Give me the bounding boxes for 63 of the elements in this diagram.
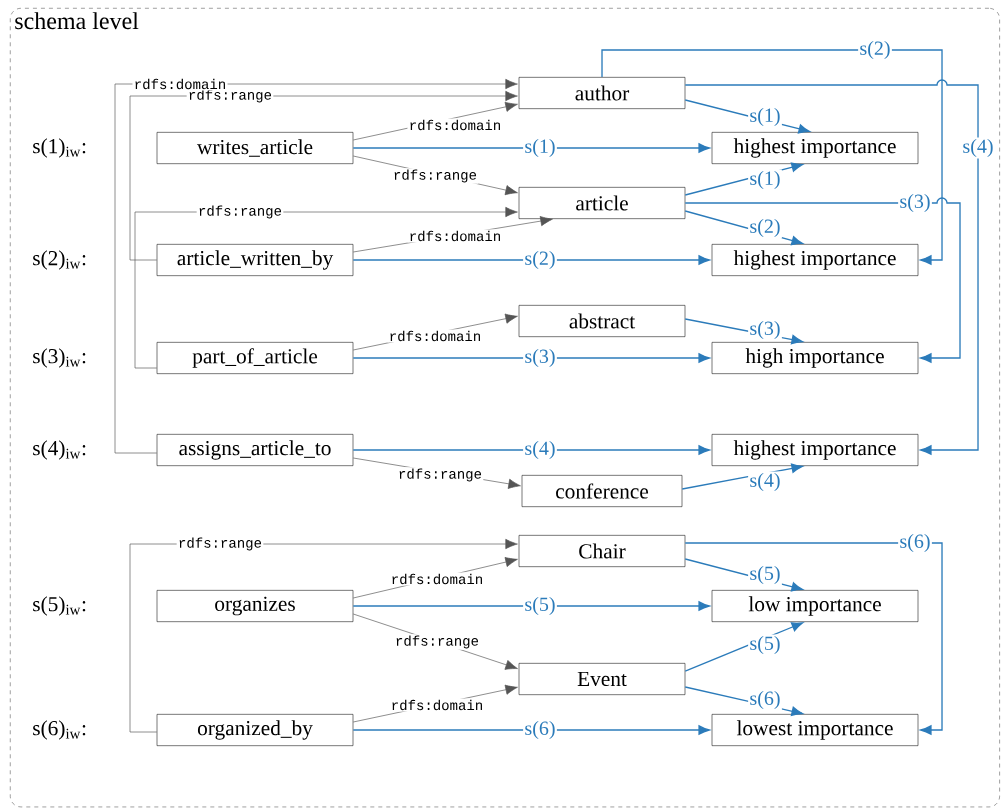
edge-label: s(1) — [748, 169, 782, 191]
row-label: s(5)$_{iw}$: — [33, 596, 86, 616]
edge-label: s(2) — [523, 249, 557, 271]
edge-label: s(4) — [523, 439, 557, 461]
process-box: low importance — [711, 590, 919, 622]
edge-label: s(4) — [961, 137, 995, 159]
arrow — [684, 79, 979, 455]
process-box: highest importance — [711, 434, 919, 466]
edge-label: s(2) — [858, 39, 892, 61]
edge-label: rdfs:range — [396, 467, 484, 483]
edge-label: rdfs:domain — [132, 77, 228, 91]
edge-label: rdfs:domain — [387, 329, 483, 343]
process-box: abstract — [518, 305, 686, 337]
process-box: organized_by — [156, 714, 354, 746]
edge-label: rdfs:range — [391, 168, 479, 184]
edge-label: s(5) — [748, 564, 782, 586]
process-box: assigns_article_to — [156, 434, 354, 466]
arrow — [352, 255, 710, 265]
process-box: conference — [521, 475, 683, 507]
edge-label: s(3) — [523, 347, 557, 369]
row-label: s(3)$_{iw}$: — [33, 348, 86, 368]
arrow — [114, 78, 518, 454]
arrow — [684, 542, 943, 735]
edge-label: s(4) — [748, 471, 782, 493]
arrow — [601, 49, 943, 265]
edge-label: rdfs:domain — [389, 698, 485, 712]
edge-label: rdfs:range — [196, 204, 284, 220]
edge-label: s(3) — [748, 319, 782, 341]
process-box: article_written_by — [156, 244, 354, 276]
edge-label: s(2) — [748, 217, 782, 239]
edge-label: rdfs:domain — [389, 572, 485, 586]
edge-label: rdfs:range — [176, 536, 264, 552]
edge-label: rdfs:domain — [407, 118, 503, 132]
arrow — [352, 601, 710, 611]
edge-label: s(3) — [898, 192, 932, 214]
row-label: s(1)$_{iw}$: — [33, 138, 86, 158]
process-box: organizes — [156, 590, 354, 622]
edge-label: s(6) — [748, 689, 782, 711]
process-box: Event — [518, 663, 686, 695]
row-label: s(6)$_{iw}$: — [33, 720, 86, 740]
edge-label: s(6) — [898, 532, 932, 554]
edge-label: s(5) — [748, 634, 782, 656]
process-box: writes_article — [156, 132, 354, 164]
arrow — [352, 143, 710, 153]
edge-label: rdfs:range — [393, 634, 481, 650]
edge-label: s(1) — [523, 137, 557, 159]
edge-label: s(1) — [748, 106, 782, 128]
arrow — [352, 725, 710, 735]
arrow — [684, 197, 961, 363]
process-box: highest importance — [711, 132, 919, 164]
process-box: author — [518, 77, 686, 109]
row-label: s(4)$_{iw}$: — [33, 440, 86, 460]
arrow — [352, 445, 710, 455]
edge-label: s(5) — [523, 595, 557, 617]
process-box: Chair — [518, 535, 686, 567]
process-box: article — [518, 187, 686, 219]
edge-label: rdfs:domain — [407, 229, 503, 243]
process-box: lowest importance — [711, 714, 919, 746]
arrow — [352, 353, 710, 363]
process-box: part_of_article — [156, 342, 354, 374]
edge-label: s(6) — [523, 719, 557, 741]
process-box: highest importance — [711, 244, 919, 276]
row-label: s(2)$_{iw}$: — [33, 250, 86, 270]
